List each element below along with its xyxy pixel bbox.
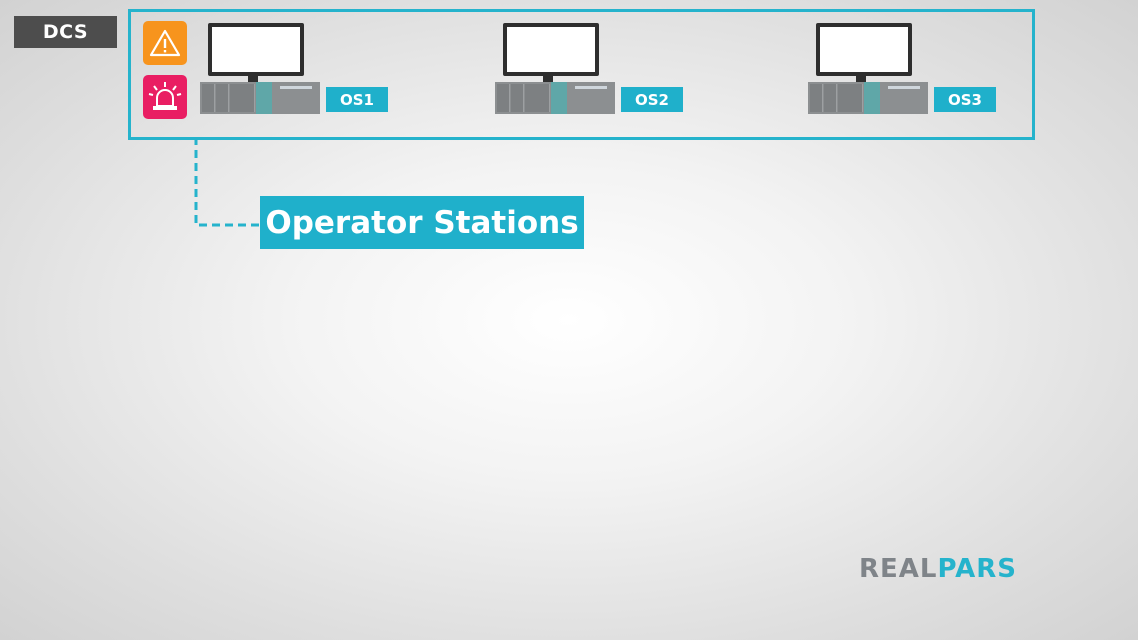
- monitor-icon: [503, 23, 599, 76]
- monitor-stand: [543, 76, 553, 82]
- dcs-frame: [128, 9, 1035, 140]
- station-label: OS1: [326, 87, 388, 112]
- station-label: OS2: [621, 87, 683, 112]
- section-title-text: Operator Stations: [265, 204, 579, 241]
- dcs-tag-label: DCS: [42, 21, 89, 43]
- siren-alarm-icon: [143, 75, 187, 119]
- monitor-icon: [208, 23, 304, 76]
- dashed-connector: [194, 137, 262, 227]
- controller-rack-icon: [200, 82, 320, 114]
- operator-station-os3: OS3: [808, 20, 1003, 120]
- monitor-stand: [856, 76, 866, 82]
- monitor-stand: [248, 76, 258, 82]
- controller-rack-icon: [808, 82, 928, 114]
- operator-station-os2: OS2: [495, 20, 690, 120]
- warning-triangle-icon: [143, 21, 187, 65]
- operator-station-os1: OS1: [200, 20, 395, 120]
- realpars-logo: REALPARS: [859, 554, 1018, 584]
- dcs-tag: DCS: [14, 16, 117, 48]
- section-title: Operator Stations: [260, 196, 584, 249]
- monitor-icon: [816, 23, 912, 76]
- controller-rack-icon: [495, 82, 615, 114]
- station-label: OS3: [934, 87, 996, 112]
